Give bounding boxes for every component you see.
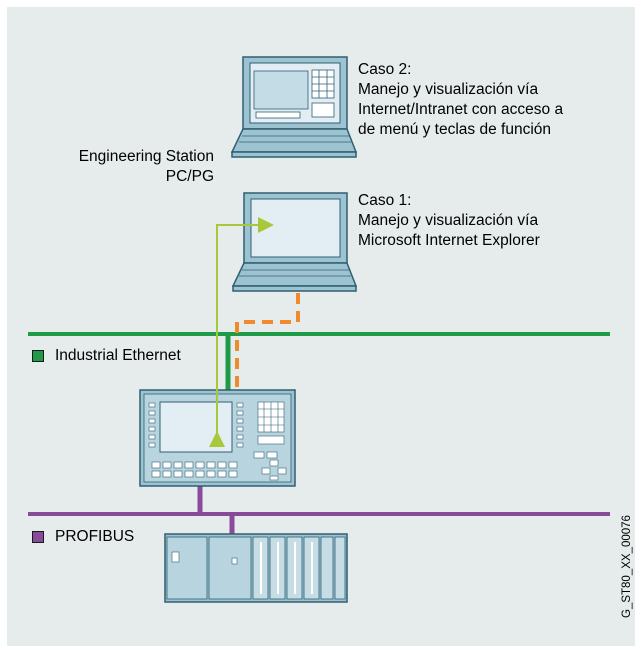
- ethernet-legend-label: Industrial Ethernet: [55, 347, 181, 364]
- web-access-arrow: [209, 217, 274, 447]
- profibus-legend-label: PROFIBUS: [55, 528, 135, 545]
- engineering-station-laptop-icon: [230, 56, 358, 158]
- caso1-label: Caso 1: Manejo y visualización vía Micro…: [358, 192, 540, 249]
- caso2-label: Caso 2: Manejo y visualización vía Inter…: [358, 61, 564, 138]
- dashed-network-link: [235, 293, 300, 392]
- plc-rack-icon: [164, 533, 348, 603]
- ethernet-legend-swatch: [32, 350, 44, 362]
- engineering-station-label: Engineering Station PC/PG: [78, 148, 214, 185]
- web-client-laptop-icon: [231, 192, 358, 292]
- figure-id-label: G_ST80_XX_00076: [621, 515, 633, 618]
- profibus-legend-swatch: [32, 531, 44, 543]
